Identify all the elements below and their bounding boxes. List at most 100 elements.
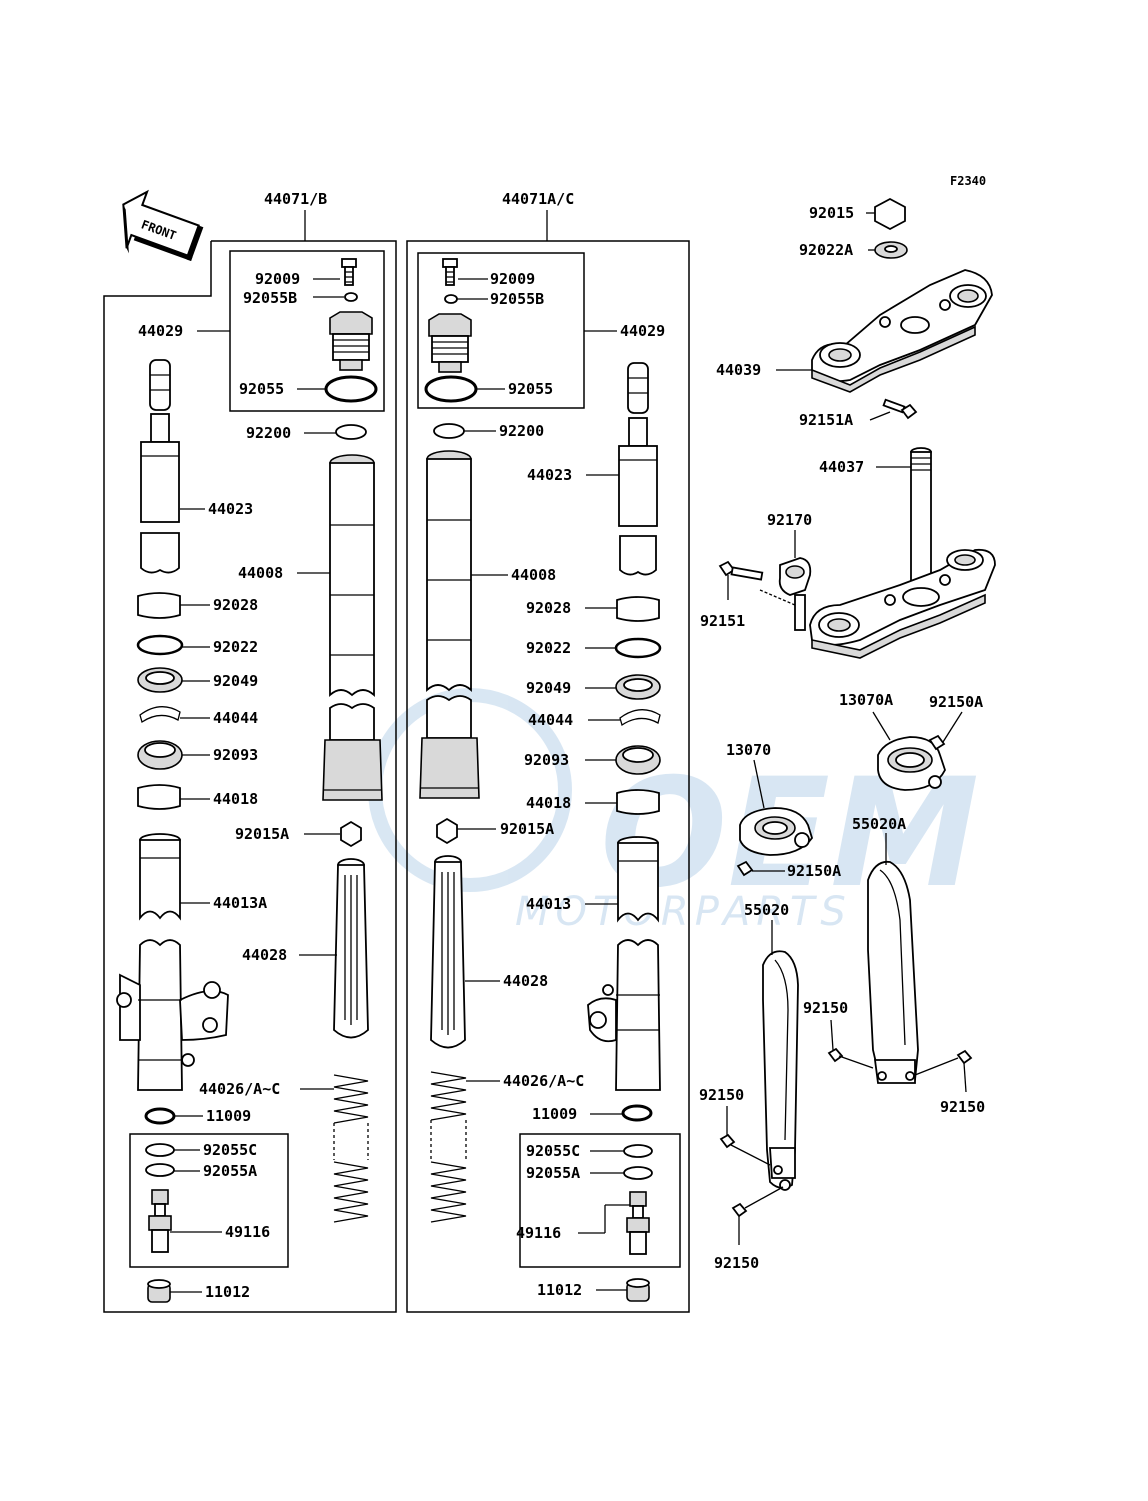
left-collar-92028 [137, 592, 181, 619]
assembly-left-box [103, 240, 397, 1313]
left-fork-leg [116, 939, 229, 1091]
label-left-92028: 92028 [213, 596, 258, 614]
left-clip-44044 [139, 706, 181, 724]
right-spring-44026 [430, 1071, 467, 1223]
left-oring-92055 [324, 375, 378, 403]
left-nut-92015A [340, 820, 362, 848]
label-left-92093: 92093 [213, 746, 258, 764]
label-44039: 44039 [716, 361, 761, 379]
label-left-92055C: 92055C [203, 1141, 257, 1159]
label-left-49116: 49116 [225, 1223, 270, 1241]
bolt-92150A-left [736, 860, 754, 877]
left-oilseal-92049 [137, 667, 183, 693]
label-92150-l1: 92150 [699, 1086, 744, 1104]
label-right-44023: 44023 [527, 466, 572, 484]
label-55020A: 55020A [852, 815, 906, 833]
left-cap-11012 [147, 1279, 171, 1303]
right-oilseal-92049 [615, 674, 661, 700]
label-92150A-top: 92150A [929, 693, 983, 711]
right-oring-92055 [424, 375, 478, 403]
left-bolt-92009 [341, 258, 357, 286]
steering-parts [718, 197, 996, 659]
label-left-44013A: 44013A [213, 894, 267, 912]
right-cap-11012 [626, 1278, 650, 1302]
left-gasket-11009 [144, 1107, 176, 1125]
bolt-92150-l1 [719, 1133, 736, 1149]
bolt-92151A [882, 398, 918, 420]
left-spacer-44023 [140, 359, 180, 574]
label-92150-l2: 92150 [714, 1254, 759, 1272]
label-13070A: 13070A [839, 691, 893, 709]
watermark: OEM MOTORPARTS [368, 688, 979, 935]
guard-55020A [867, 860, 919, 1084]
label-right-92093: 92093 [524, 751, 569, 769]
label-left-11012: 11012 [205, 1283, 250, 1301]
right-collar-92028 [616, 596, 660, 622]
label-13070: 13070 [726, 741, 771, 759]
left-rod-44028 [333, 858, 369, 1039]
left-dustseal-92093 [137, 740, 183, 770]
clamp-13070 [739, 807, 813, 856]
holder-92170 [759, 557, 812, 631]
label-right-92009: 92009 [490, 270, 535, 288]
label-left-44029: 44029 [138, 322, 183, 340]
right-dustseal-92093 [615, 745, 661, 775]
right-valve-kit-box [519, 1133, 681, 1268]
label-right-49116: 49116 [516, 1224, 561, 1242]
label-left-44044: 44044 [213, 709, 258, 727]
label-right-92028: 92028 [526, 599, 571, 617]
right-outertube-44013 [617, 836, 659, 923]
bolt-92150-r2 [956, 1049, 973, 1065]
label-92150-r1: 92150 [803, 999, 848, 1017]
bolt-92150A-right [928, 734, 946, 751]
right-fork-parts [419, 258, 662, 1302]
label-left-92022: 92022 [213, 638, 258, 656]
left-cap-44029 [329, 311, 373, 371]
label-left-92200: 92200 [246, 424, 291, 442]
label-92150A-mid: 92150A [787, 862, 841, 880]
label-left-44008: 44008 [238, 564, 283, 582]
label-left-92055: 92055 [239, 380, 284, 398]
label-left-92055B: 92055B [243, 289, 297, 307]
label-92151: 92151 [700, 612, 745, 630]
right-gasket-11009 [621, 1104, 653, 1122]
label-92150-r2: 92150 [940, 1098, 985, 1116]
label-right-11009: 11009 [532, 1105, 577, 1123]
label-right-92055: 92055 [508, 380, 553, 398]
label-right-11012: 11012 [537, 1281, 582, 1299]
label-right-92055C: 92055C [526, 1142, 580, 1160]
right-bolt-92009 [442, 258, 458, 286]
left-spring-44026 [333, 1074, 369, 1223]
left-outertube-44013A [139, 833, 181, 921]
label-right-92055B: 92055B [490, 290, 544, 308]
left-valve-49116 [148, 1189, 172, 1253]
label-left-44023: 44023 [208, 500, 253, 518]
right-washer-92022 [614, 637, 662, 659]
left-fork-parts [116, 258, 383, 1303]
figure-id: F2340 [950, 174, 986, 188]
label-right-92022: 92022 [526, 639, 571, 657]
label-right-92200: 92200 [499, 422, 544, 440]
label-left-92009: 92009 [255, 270, 300, 288]
bolt-92150-r1 [827, 1047, 844, 1063]
label-right-44028: 44028 [503, 972, 548, 990]
watermark-tagline: MOTORPARTS [515, 889, 852, 935]
right-clip-44044 [619, 709, 661, 727]
label-right-92055A: 92055A [526, 1164, 580, 1182]
label-right-44013: 44013 [526, 895, 571, 913]
assembly-right-box [406, 240, 690, 1313]
label-right-44026: 44026/A~C [503, 1072, 584, 1090]
label-55020: 55020 [744, 901, 789, 919]
right-cap-44029 [428, 313, 472, 373]
label-right-92015A: 92015A [500, 820, 554, 838]
label-left-44018: 44018 [213, 790, 258, 808]
label-left-44028: 44028 [242, 946, 287, 964]
right-fork-leg [587, 939, 661, 1091]
guard-55020 [762, 950, 799, 1191]
bolt-92150-l2 [731, 1202, 748, 1218]
label-right-44029: 44029 [620, 322, 665, 340]
right-valve-49116 [626, 1191, 650, 1255]
right-tube-44008 [419, 450, 480, 799]
upper-bracket-44039 [811, 269, 993, 393]
left-bushing-44018 [137, 784, 181, 810]
